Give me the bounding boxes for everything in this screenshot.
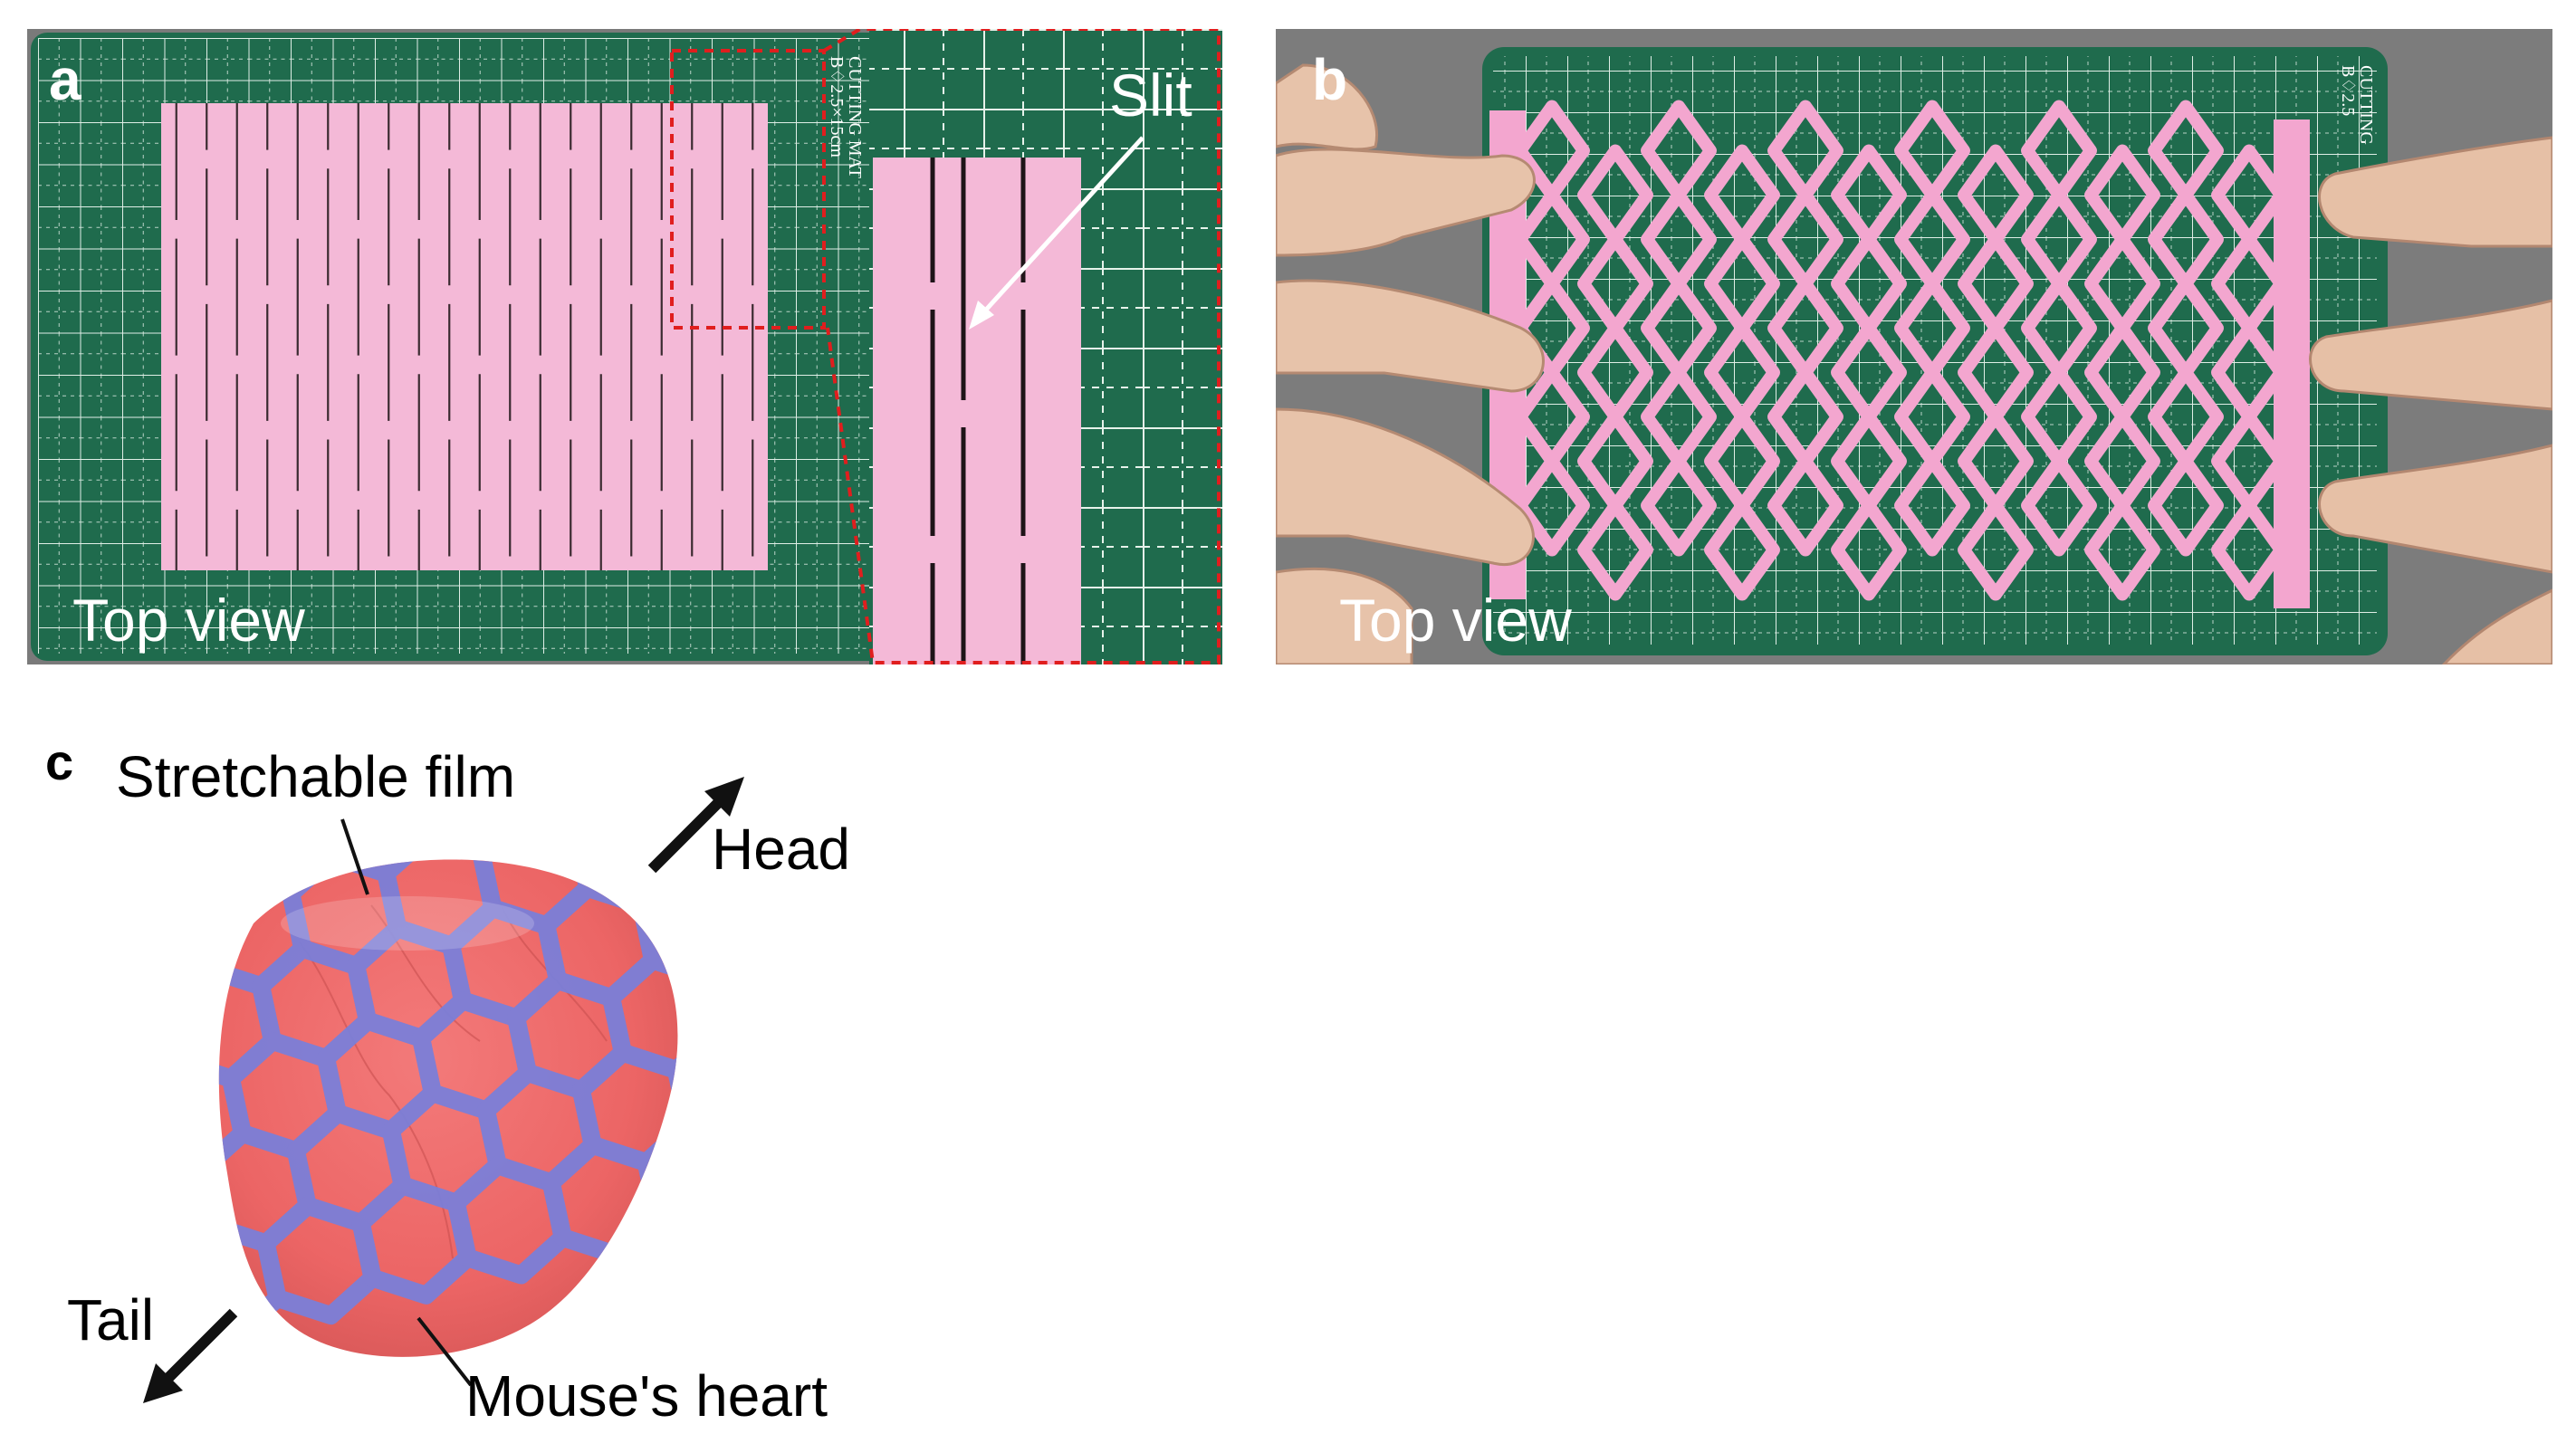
mat-print-b-1: CUTTING	[2356, 65, 2376, 145]
mesh-cell	[1894, 454, 1970, 557]
panel-letter-c: c	[45, 733, 74, 790]
zoom-film	[873, 158, 1081, 664]
mesh-cell	[2021, 454, 2097, 557]
top-view-label-b: Top view	[1339, 587, 1572, 654]
mesh-cell	[1641, 454, 1717, 557]
slit-arrowhead	[969, 301, 994, 330]
mesh-cell	[1514, 454, 1590, 557]
panel-a: a Slit Top view CUTTING MAT B♢2.5×15cm	[27, 29, 1222, 664]
heart-leader	[417, 1316, 473, 1387]
mesh-cell	[1577, 499, 1653, 601]
mesh-cell	[1958, 499, 2034, 601]
heart-illustration	[95, 777, 744, 1403]
tail-arrow	[158, 1308, 238, 1388]
right-hand	[2309, 136, 2552, 664]
mesh-cell	[2148, 454, 2224, 557]
stretchable-film-label: Stretchable film	[116, 744, 516, 809]
tail-arrowhead	[143, 1363, 183, 1403]
panel-a-photo	[31, 29, 1222, 664]
slit-arrow	[976, 136, 1144, 320]
mesh-hexagon	[95, 886, 214, 1017]
panel-letter-a: a	[49, 47, 81, 112]
mat-print-b-2: B♢2.5	[2338, 65, 2358, 117]
panel-letter-b: b	[1312, 47, 1348, 112]
panel-c: c Stretchable film Head Tail Mouse's hea…	[27, 715, 933, 1453]
kirigami-film	[161, 103, 768, 570]
head-label: Head	[712, 817, 850, 882]
mat-print-a-1: CUTTING MAT	[845, 56, 865, 178]
panel-b: b Top view CUTTING B♢2.5	[1276, 29, 2552, 664]
mouse-heart-label: Mouse's heart	[465, 1363, 828, 1429]
mesh-cell	[2084, 499, 2160, 601]
head-arrow	[647, 792, 729, 874]
head-arrowhead	[704, 777, 744, 817]
mesh-cell	[1831, 499, 1907, 601]
mesh-cell	[1704, 499, 1780, 601]
mat-print-a-2: B♢2.5×15cm	[827, 56, 847, 158]
zoom-connector	[822, 29, 1221, 664]
panel-b-photo	[1276, 29, 2552, 664]
top-view-label-a: Top view	[72, 587, 305, 654]
mesh-cell	[1767, 454, 1843, 557]
slit-label: Slit	[1109, 62, 1192, 129]
zoom-source-box	[670, 49, 826, 330]
left-hand	[1276, 63, 1545, 664]
mesh-hexagon	[666, 1023, 678, 1152]
mesh-cell	[2211, 499, 2287, 601]
film-leader-line	[340, 818, 369, 895]
tail-label: Tail	[67, 1287, 155, 1353]
